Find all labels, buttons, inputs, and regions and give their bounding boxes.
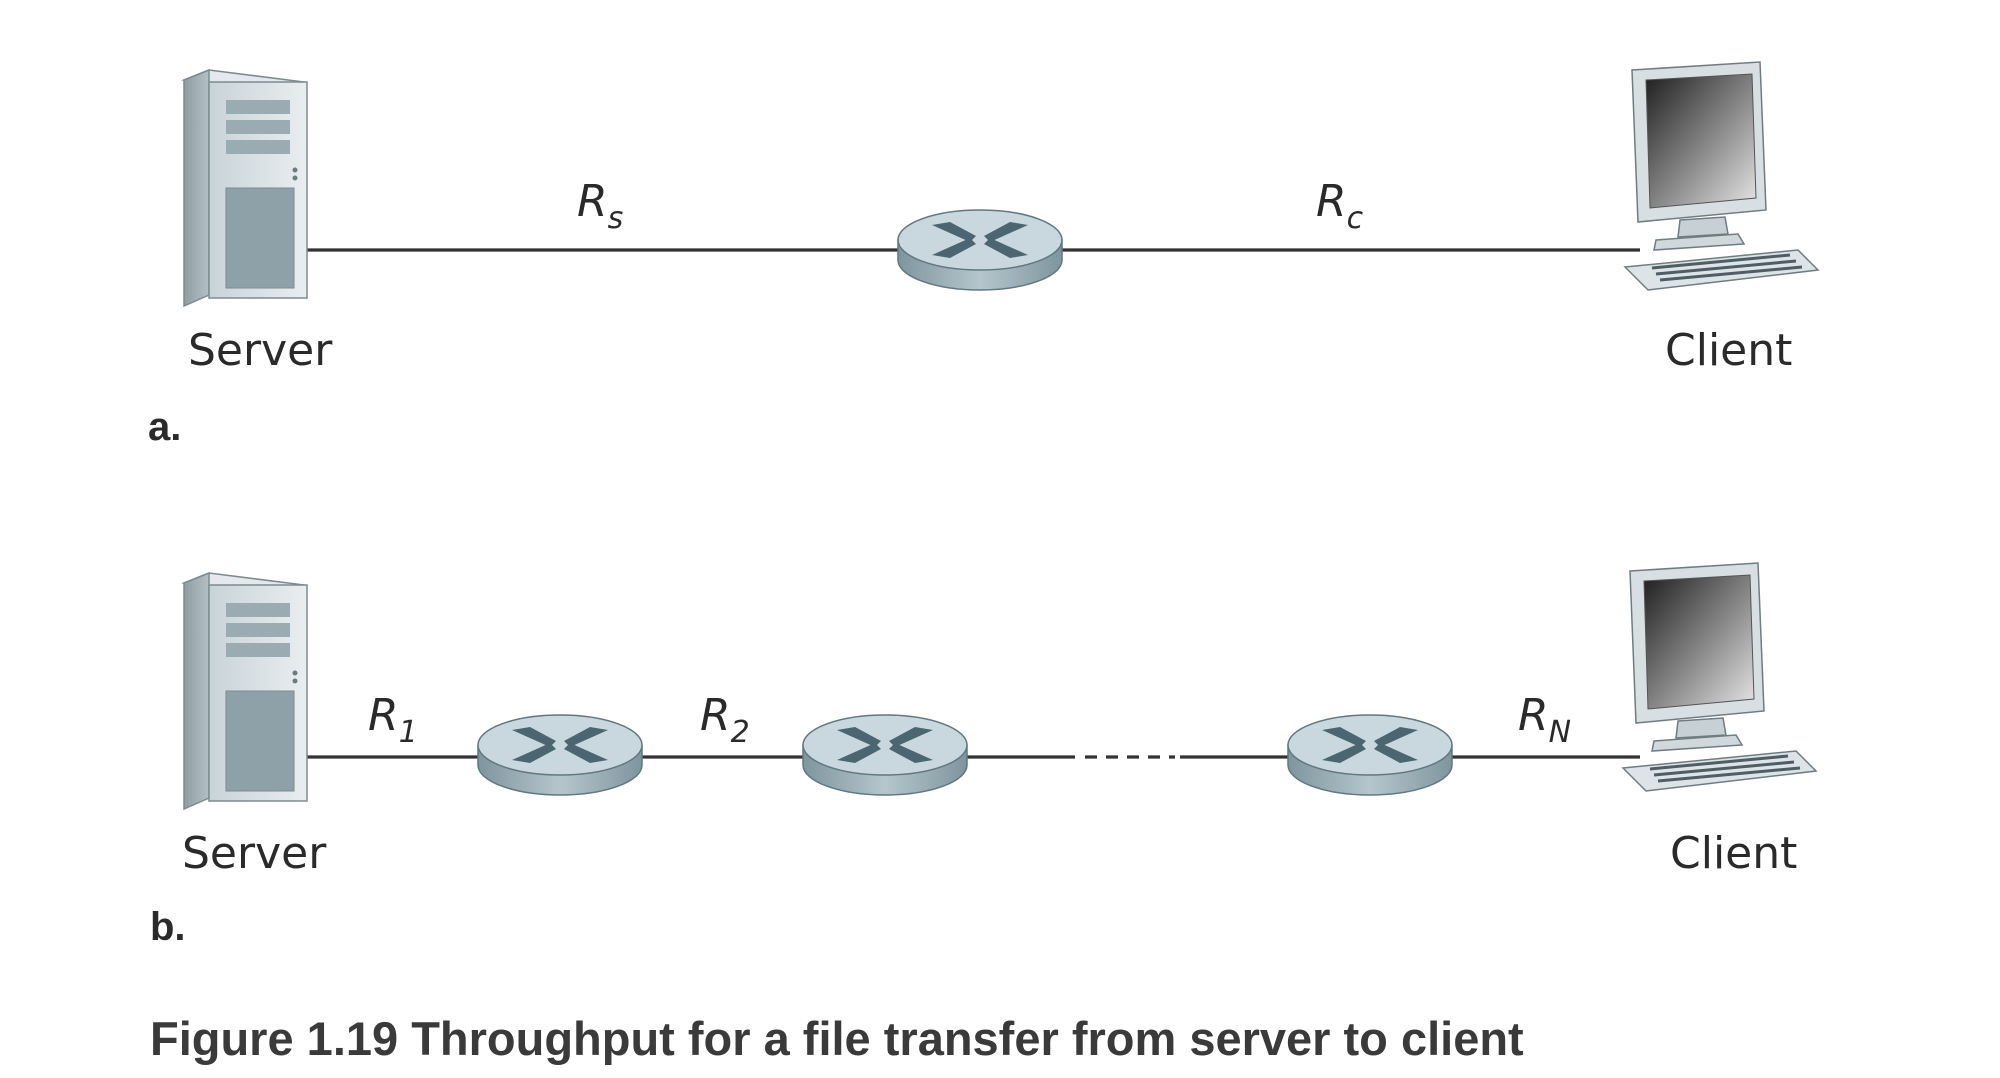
router-icon xyxy=(897,209,1063,291)
router-icon xyxy=(1287,714,1453,796)
router-icon xyxy=(802,714,968,796)
server-icon xyxy=(183,69,308,307)
panel-a: Rs Rc Server Client a. xyxy=(148,60,1820,449)
figure-caption: Figure 1.19 Throughput for a file transf… xyxy=(150,1012,1524,1065)
server-label-b: Server xyxy=(182,828,327,879)
router-icon xyxy=(477,714,643,796)
rate-rs-label: Rs xyxy=(577,176,623,236)
server-label-a: Server xyxy=(188,325,333,376)
rate-rc-label: Rc xyxy=(1316,176,1364,236)
server-icon xyxy=(183,572,308,810)
rate-rn-label: RN xyxy=(1518,690,1571,750)
panel-a-label: a. xyxy=(148,405,181,449)
panel-b: R1 R2 RN Server Client b. xyxy=(150,561,1818,949)
client-label-a: Client xyxy=(1665,325,1792,376)
client-computer-icon xyxy=(1621,561,1818,793)
panel-b-label: b. xyxy=(150,905,186,949)
client-computer-icon xyxy=(1623,60,1820,292)
rate-r1-label: R1 xyxy=(368,690,418,750)
rate-r2-label: R2 xyxy=(700,690,750,750)
client-label-b: Client xyxy=(1670,828,1797,879)
